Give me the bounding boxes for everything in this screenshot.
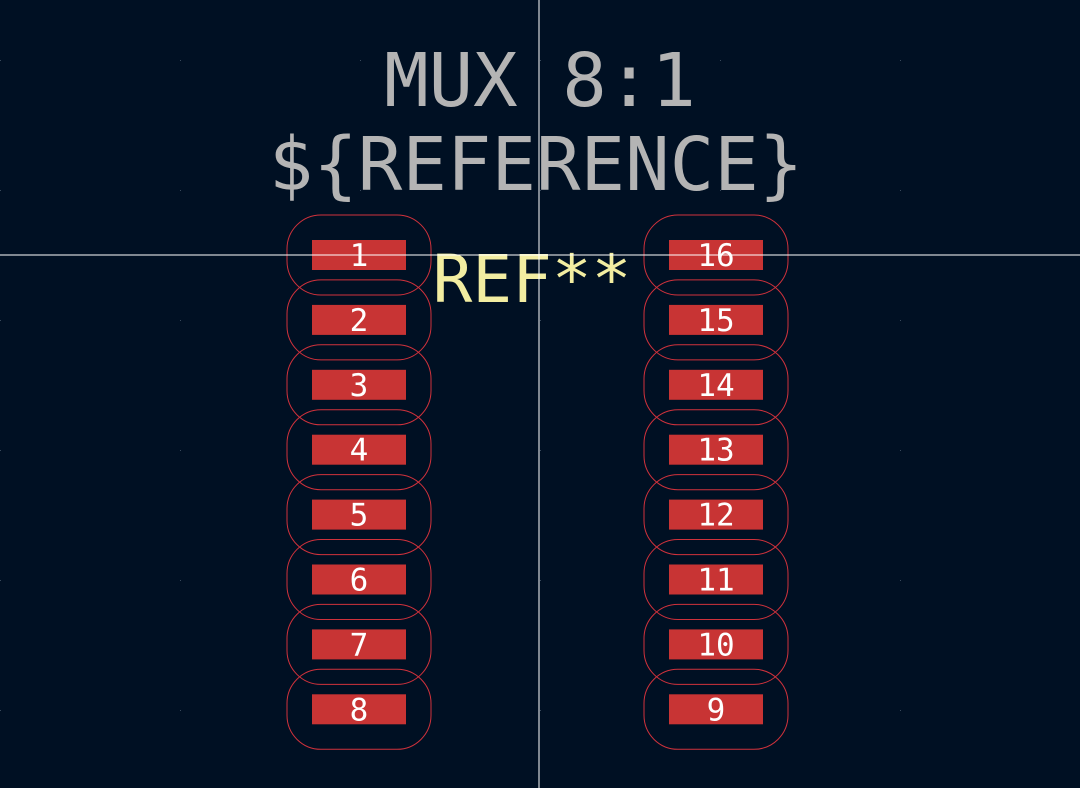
grid-dot [0,190,1,191]
pad-right-11[interactable] [669,564,763,595]
pad-number: 13 [697,433,734,469]
grid-dot [720,190,721,191]
pad-left-4[interactable] [312,434,406,465]
pad-left-7[interactable] [312,629,406,660]
courtyard-outline [286,603,432,685]
courtyard-outline [286,668,432,750]
courtyard-outline [286,409,432,491]
pad-right-13[interactable] [669,434,763,465]
grid-dot [180,710,181,711]
pad-number: 1 [350,238,369,274]
grid-dot [540,710,541,711]
pad-number: 3 [350,368,369,404]
grid-dot [900,450,901,451]
grid-dot [540,190,541,191]
pad-number: 8 [350,692,369,728]
grid-dot [180,450,181,451]
pad-right-15[interactable] [669,304,763,335]
pad-number: 2 [350,303,369,339]
pad-number: 16 [697,238,734,274]
pad-number: 4 [350,433,369,469]
courtyard-outline [286,279,432,361]
pad-number: 12 [697,498,734,534]
courtyard-outline [643,474,789,556]
courtyard-outline [643,668,789,750]
grid-dot [180,190,181,191]
courtyard-outline [286,539,432,620]
courtyard-outline [643,279,789,361]
grid-dot [900,320,901,321]
pad-right-10[interactable] [669,629,763,660]
grid-dot [900,580,901,581]
grid-dot [900,710,901,711]
grid-dot [360,60,361,61]
courtyard-outline [643,344,789,426]
grid-dot [0,320,1,321]
courtyard-outline [643,603,789,685]
footprint-value-text[interactable]: MUX 8:1 [384,38,696,124]
pad-left-5[interactable] [312,499,406,530]
grid-dot [900,190,901,191]
pad-number: 15 [697,303,734,339]
courtyard-outline [643,539,789,620]
courtyard-outline [643,409,789,491]
grid-dot [180,320,181,321]
grid-dot [180,60,181,61]
grid-dot [900,60,901,61]
pad-number: 9 [707,692,726,728]
grid-dot [360,190,361,191]
pad-number: 6 [350,563,369,599]
pad-left-3[interactable] [312,369,406,400]
grid-dot [180,580,181,581]
grid-dot [0,60,1,61]
reference-template-text[interactable]: ${REFERENCE} [269,122,804,208]
pad-left-2[interactable] [312,304,406,335]
grid-dot [540,60,541,61]
pad-left-8[interactable] [312,694,406,725]
pad-number: 7 [350,627,369,663]
pad-number: 5 [350,498,369,534]
pad-left-6[interactable] [312,564,406,595]
courtyard-outline [286,344,432,426]
reference-designator[interactable]: REF** [433,241,632,318]
pad-right-9[interactable] [669,694,763,725]
grid-dot [0,710,1,711]
grid-dot [0,580,1,581]
courtyard-outline [286,474,432,556]
pad-number: 14 [697,368,734,404]
pad-number: 10 [697,627,734,663]
pad-right-12[interactable] [669,499,763,530]
grid-dot [720,60,721,61]
grid-dot [0,450,1,451]
pad-right-14[interactable] [669,369,763,400]
pad-number: 11 [697,563,734,599]
grid-dot [540,320,541,321]
grid-dot [540,580,541,581]
grid-dot [540,450,541,451]
